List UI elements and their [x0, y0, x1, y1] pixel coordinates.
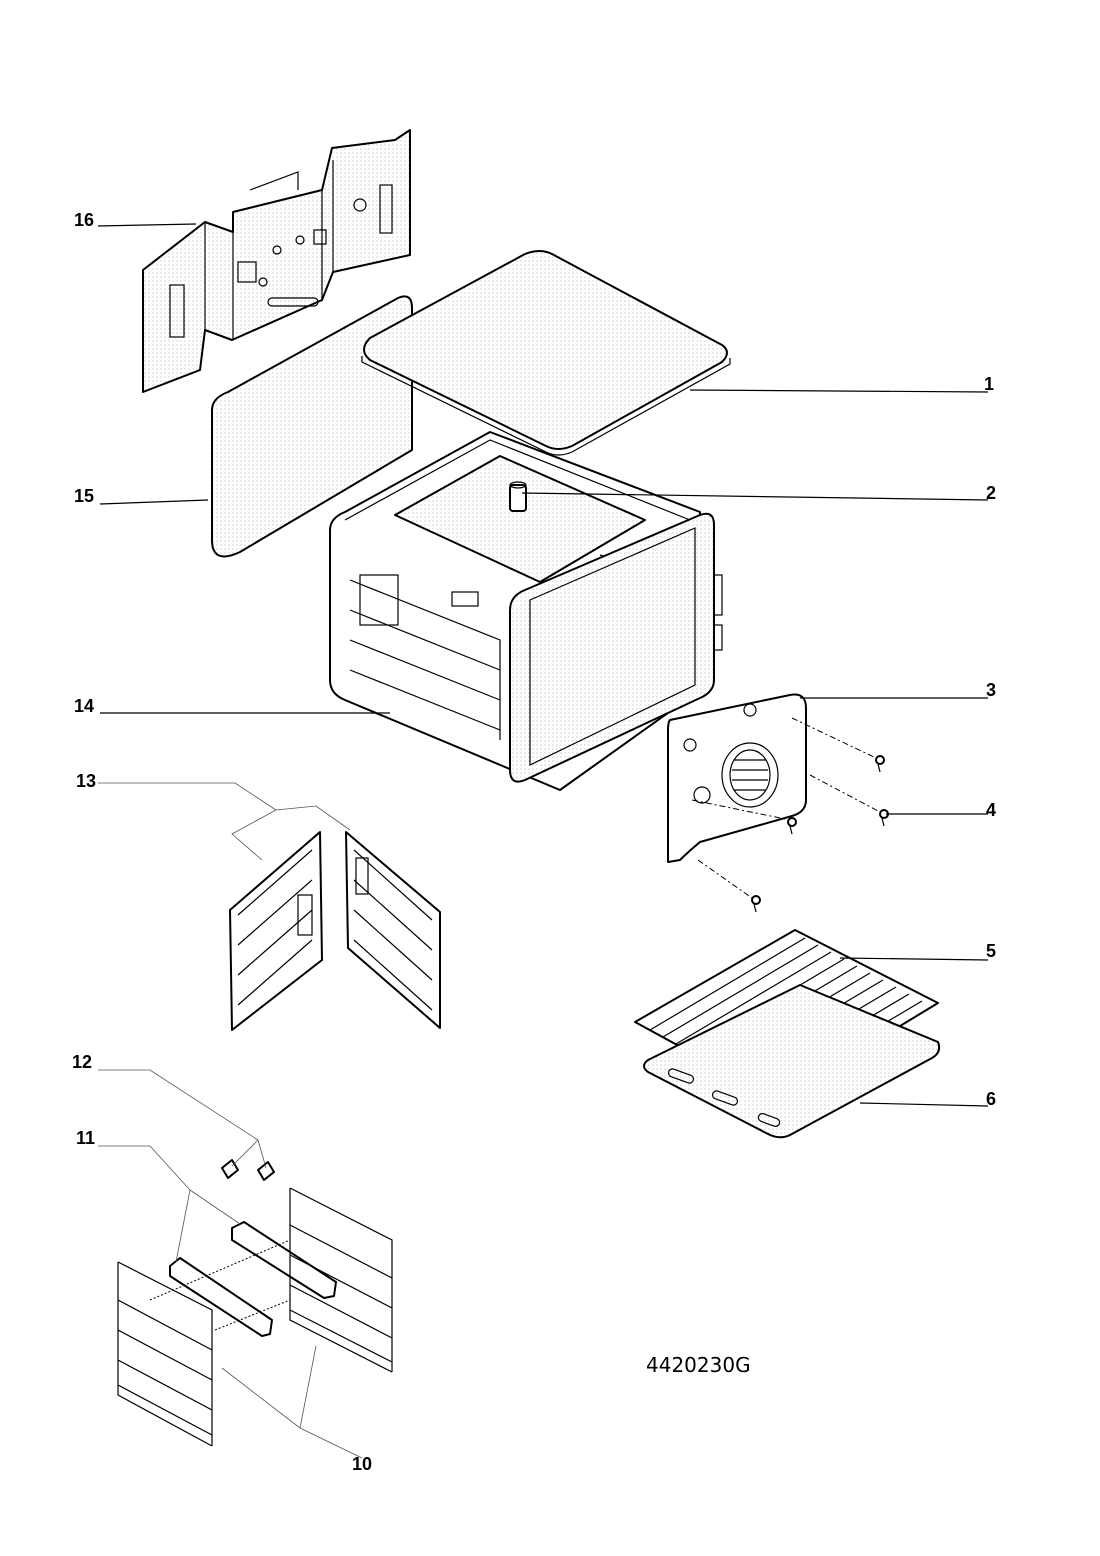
callout-4: 4	[986, 800, 996, 820]
part-11-rail-brackets	[169, 1221, 337, 1337]
drawing-code: 4420230G	[646, 1353, 751, 1377]
callout-15: 15	[74, 486, 94, 506]
screw-icon	[751, 895, 761, 913]
screw-icon	[875, 755, 885, 773]
callout-12: 12	[72, 1052, 92, 1072]
part-10-shelf-supports	[117, 1187, 393, 1447]
callout-13: 13	[76, 771, 96, 791]
part-16-back-bracket	[142, 129, 411, 393]
part-3-fan-cover	[667, 693, 807, 863]
leader-lines	[97, 223, 989, 1459]
callout-6: 6	[986, 1089, 996, 1109]
callout-5: 5	[986, 941, 996, 961]
callouts: 16 1 2 15 3 14 13 4 5 12 6 11 10	[72, 210, 996, 1474]
part-2-plug	[509, 481, 527, 512]
callout-16: 16	[74, 210, 94, 230]
callout-11: 11	[76, 1128, 95, 1148]
part-1-top-panel	[361, 250, 731, 456]
part-14-oven-cavity	[329, 431, 723, 791]
callout-1: 1	[984, 374, 994, 394]
callout-3: 3	[986, 680, 996, 700]
screw-icon	[879, 809, 889, 827]
part-12-fasteners	[221, 1159, 275, 1181]
part-4-screws	[691, 717, 889, 913]
callout-2: 2	[986, 483, 996, 503]
screw-icon	[787, 817, 797, 835]
part-13-side-liners	[229, 831, 441, 1031]
callout-14: 14	[74, 696, 94, 716]
callout-10: 10	[352, 1454, 372, 1474]
part-6-baking-tray	[643, 984, 941, 1139]
